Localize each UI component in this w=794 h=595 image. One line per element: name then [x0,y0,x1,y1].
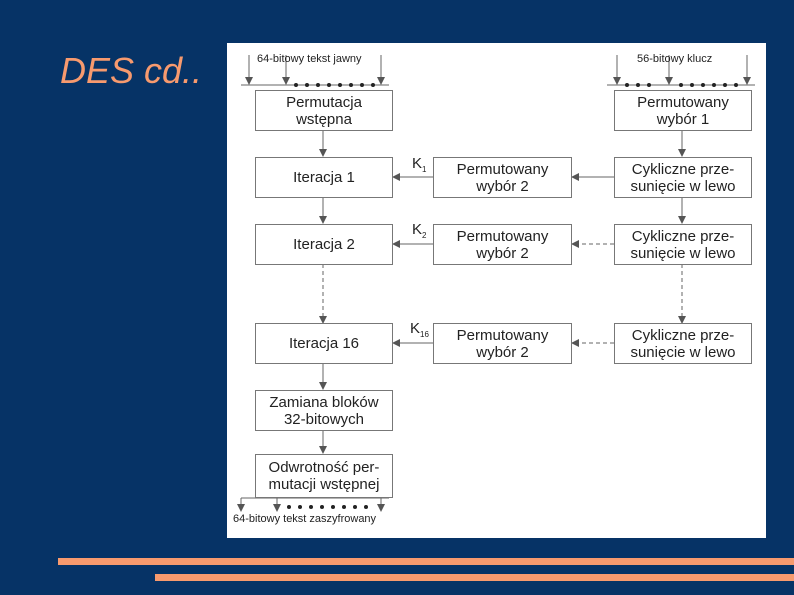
accent-bar-bottom [155,574,794,581]
subkey-label: K2 [412,221,427,240]
iteration-1-box: Iteracja 1 [255,157,393,198]
subkey-label: K16 [410,320,429,339]
diagram-connectors [237,55,755,512]
left-shift-box: Cykliczne prze- sunięcie w lewo [614,157,752,198]
iteration-16-box: Iteracja 16 [255,323,393,364]
des-diagram: 64-bitowy tekst jawny 56-bitowy klucz Pe… [227,43,766,538]
plaintext-label: 64-bitowy tekst jawny [257,53,362,65]
slide-title: DES cd.. [60,50,203,91]
block-swap-box: Zamiana bloków 32-bitowych [255,390,393,431]
subkey-label: K1 [412,155,427,174]
permuted-choice-1-box: Permutowany wybór 1 [614,90,752,131]
permuted-choice-2-box: Permutowany wybór 2 [433,157,572,198]
permuted-choice-2-box: Permutowany wybór 2 [433,323,572,364]
permuted-choice-2-box: Permutowany wybór 2 [433,224,572,265]
iteration-2-box: Iteracja 2 [255,224,393,265]
left-shift-box: Cykliczne prze- sunięcie w lewo [614,224,752,265]
initial-permutation-box: Permutacja wstępna [255,90,393,131]
left-shift-box: Cykliczne prze- sunięcie w lewo [614,323,752,364]
key-label: 56-bitowy klucz [637,53,713,65]
accent-bar-top [58,558,794,565]
inverse-permutation-box: Odwrotność per- mutacji wstępnej [255,454,393,498]
ciphertext-label: 64-bitowy tekst zaszyfrowany [233,513,377,525]
